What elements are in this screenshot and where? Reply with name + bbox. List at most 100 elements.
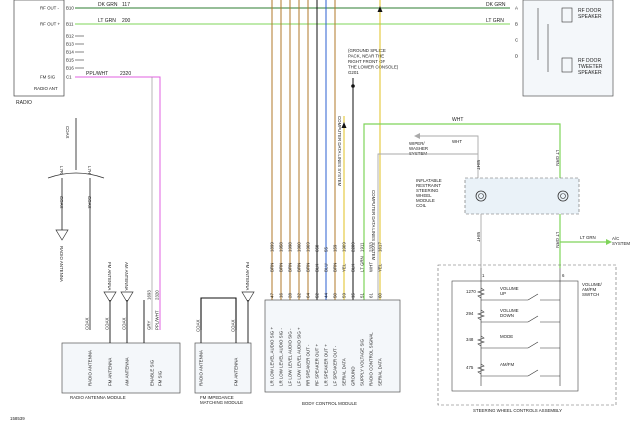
speaker-pin: D <box>515 54 518 59</box>
wire-wht-wiper: WHT <box>452 139 462 144</box>
switch-contact <box>527 293 539 301</box>
bcm-pin: 52 <box>315 293 320 298</box>
coax-l7r: L7R <box>59 166 64 174</box>
bcm-circuit: 1969 <box>306 242 311 252</box>
circuit-200: 200 <box>122 18 131 24</box>
bcm-signal-label: RADIO CONTROL SIGNAL <box>369 332 374 386</box>
circuit-117: 117 <box>122 2 130 8</box>
bcm-signal-label: LF LOW LEVEL AUDIO SIG + <box>297 327 302 386</box>
bcm-circuit: 1911 <box>360 242 365 252</box>
bcm-pin: 64 <box>306 293 311 298</box>
bcm-circuit: 1960 <box>297 242 302 252</box>
module-wire-label: COAX <box>105 317 110 330</box>
bcm-signal-label: RF SPEAKER OUT + <box>315 344 320 386</box>
coil-wire-wht: WHT <box>476 160 481 170</box>
bcm-pin: 47 <box>270 293 275 298</box>
radio-pin-id: B15 <box>66 58 74 63</box>
bcm-circuit: 1617 <box>378 242 383 252</box>
radio-pin-id: B11 <box>66 22 74 27</box>
coax-top-label: COAX <box>65 126 70 139</box>
coil-wire-ltgrn: LT GRN <box>555 150 560 166</box>
module-signal-label: AM ANTENNA <box>125 357 130 386</box>
speaker-pin: A <box>515 6 518 11</box>
bcm-signal-label: LF LOW LEVEL AUDIO SIG - <box>288 328 293 386</box>
switch-label: AM/FM <box>500 362 514 367</box>
fm-module-wire: COAX <box>196 319 201 332</box>
speaker-pin: C <box>515 38 518 43</box>
bcm-wire-color: BLK <box>351 264 356 272</box>
coil-left-icon <box>475 190 487 202</box>
swc-pin-1: 1 <box>482 273 485 278</box>
radio-pin-id: B12 <box>66 34 74 39</box>
bcm-wire-color: BRN <box>279 263 284 272</box>
fm-module-wire: COAX <box>231 319 236 332</box>
coil-box <box>464 177 580 215</box>
antenna-icon <box>120 291 134 303</box>
speaker-wire-lt: LT GRN <box>486 18 504 24</box>
radio-pin-name: RF OUT - <box>40 6 59 11</box>
bcm-pin: 59 <box>342 293 347 298</box>
bcm-circuit: 2289 <box>351 242 356 252</box>
module-signal-label: FM SIG <box>158 370 163 386</box>
radio-pin-id: B13 <box>66 42 74 47</box>
speaker-pin: B <box>515 22 518 27</box>
resistor-icon <box>477 335 485 347</box>
module-signal-label: RADIO ANTENNA <box>88 350 93 386</box>
rf-door-speaker-icon <box>561 7 573 23</box>
bcm-circuit: 1998 <box>288 242 293 252</box>
coax-right-label: COAX <box>87 196 92 209</box>
switch-contact <box>527 341 539 349</box>
resistor-value: 348 <box>466 337 474 342</box>
bcm-signal-label: LR LOW LEVEL AUDIO SIG - <box>279 328 284 386</box>
radio-label: RADIO <box>16 100 32 106</box>
bcm-signal-label: SERIAL DATA <box>378 358 383 386</box>
radio-ant-label: RADIO ANT <box>34 86 58 91</box>
switch-contact <box>527 315 539 323</box>
bcm-wire-color: YEL <box>378 263 383 272</box>
module-wire-label: PPL/WHT <box>155 310 160 330</box>
circuit-2320: 2320 <box>120 71 131 77</box>
rf-tweeter-icon <box>561 57 573 73</box>
module-circuit: 2320 <box>155 290 160 300</box>
fm-module-antenna-label: FM ANTENNA <box>245 262 250 290</box>
coax-left-label: COAX <box>59 196 64 209</box>
bcm-pin: 50 <box>333 293 338 298</box>
resistor-value: 294 <box>466 311 474 316</box>
coil-right-icon <box>557 190 569 202</box>
module-signal-label: FM ANTENNA <box>108 358 113 386</box>
bcm-pin: 16 <box>279 293 284 298</box>
resistor-icon <box>477 287 485 299</box>
fm-module-label: RADIO ANTENNA <box>199 350 204 386</box>
fm-antenna-top: FM ANTENNA <box>107 262 112 290</box>
radio-pin-name: RF OUT + <box>40 22 60 27</box>
bcm-wire-color: WHT <box>369 262 374 272</box>
bcm-pin: 44 <box>324 293 329 298</box>
figure-id: 158539 <box>10 416 25 421</box>
resistor-value: 475 <box>466 365 474 370</box>
bcm-signal-label: RR SPEAKER OUT - <box>306 344 311 386</box>
swc-pin-6: 6 <box>562 273 565 278</box>
radio-antenna-module-title: RADIO ANTENNA MODULE <box>70 395 126 400</box>
bcm-wire-color: BLU <box>324 263 329 272</box>
bcm-circuit: 1909 <box>342 242 347 252</box>
bcm-wire-color: YEL <box>342 263 347 272</box>
bcm-wire-color: BRN <box>288 263 293 272</box>
wire-ppl-wht: PPL/WHT <box>86 71 108 77</box>
swc-title: STEERING WHEEL CONTROLS ASSEMBLY <box>473 408 562 413</box>
am-antenna-top: AM ANTENNA <box>124 262 129 291</box>
speaker-wire-dk: DK GRN <box>486 2 506 8</box>
radio-box <box>13 0 65 97</box>
bcm-wire-color: BRN <box>297 263 302 272</box>
module-wire-label: GRY <box>147 320 152 330</box>
antenna-icon <box>103 291 117 303</box>
wire-dk-grn: DK GRN <box>98 2 118 8</box>
bcm-circuit: 55 <box>324 247 329 252</box>
computer-data-label-1: COMPUTER DATA LINES SYSTEM <box>337 116 342 187</box>
fm-antenna-icon <box>241 291 255 303</box>
module-signal-label: ENABLE SIG <box>150 359 155 386</box>
